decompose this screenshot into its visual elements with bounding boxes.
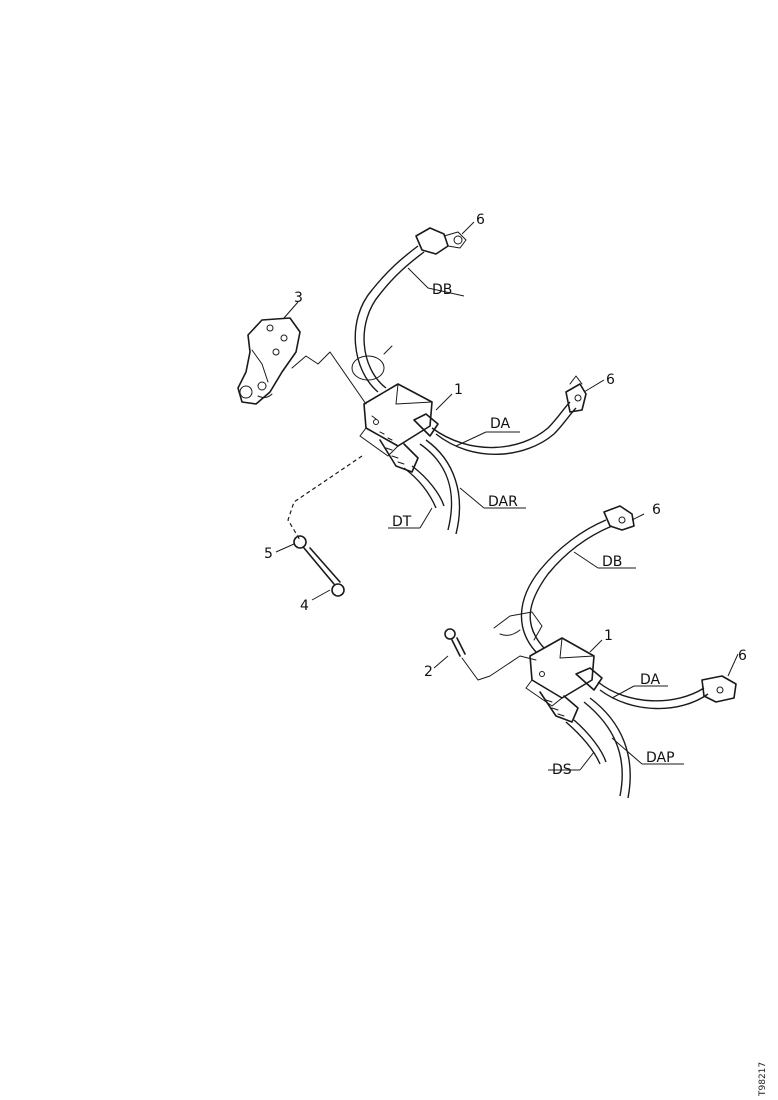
callout-item-1: 1 bbox=[454, 382, 463, 398]
cable-label-db: DB bbox=[602, 554, 622, 570]
cable-label-ds: DS bbox=[552, 762, 572, 778]
fixing-dashed-line bbox=[287, 455, 363, 541]
sensor-part bbox=[415, 227, 467, 255]
sensor-part bbox=[565, 375, 587, 413]
cable-db-lower bbox=[520, 519, 607, 653]
callout-item-6: 6 bbox=[476, 212, 485, 228]
cable-db-upper bbox=[354, 245, 419, 393]
callout-item-2: 2 bbox=[424, 664, 433, 680]
drawing-reference: T98217 bbox=[756, 1042, 778, 1098]
cable-dap-lower bbox=[583, 701, 623, 797]
callout-item-1: 1 bbox=[604, 628, 613, 644]
bolt-part bbox=[293, 535, 345, 597]
callout-item-6: 6 bbox=[738, 648, 747, 664]
cable-label-dt: DT bbox=[392, 514, 412, 530]
cable-label-da: DA bbox=[490, 416, 511, 432]
cable-label-dar: DAR bbox=[488, 494, 518, 510]
callout-item-5: 5 bbox=[264, 546, 273, 562]
cable-dar-upper bbox=[419, 443, 453, 531]
cable-label-dap: DAP bbox=[646, 750, 675, 766]
sensor-part bbox=[603, 505, 635, 531]
callout-item-6: 6 bbox=[606, 372, 615, 388]
cable-da-lower bbox=[597, 681, 705, 702]
cable-label-da: DA bbox=[640, 672, 661, 688]
cable-label-db: DB bbox=[432, 282, 452, 298]
junction-box-part bbox=[493, 611, 603, 723]
bolt-part bbox=[444, 628, 466, 657]
cable-ds-lower bbox=[565, 721, 601, 765]
fixing-leader bbox=[291, 351, 367, 405]
upper-assembly: 3 1 6 6 DB DA DAR DT 5 4 bbox=[237, 212, 615, 614]
callout-item-6: 6 bbox=[652, 502, 661, 518]
callout-item-4: 4 bbox=[300, 598, 309, 614]
sensor-part bbox=[701, 675, 737, 703]
drawing-reference-text: T98217 bbox=[758, 1061, 768, 1096]
cable-dt-upper bbox=[403, 467, 437, 509]
lower-assembly: 1 6 6 DB DA DAP DS 2 bbox=[424, 502, 747, 799]
junction-box-part bbox=[359, 383, 439, 473]
bracket-part bbox=[237, 317, 301, 405]
callout-item-3: 3 bbox=[294, 290, 303, 306]
